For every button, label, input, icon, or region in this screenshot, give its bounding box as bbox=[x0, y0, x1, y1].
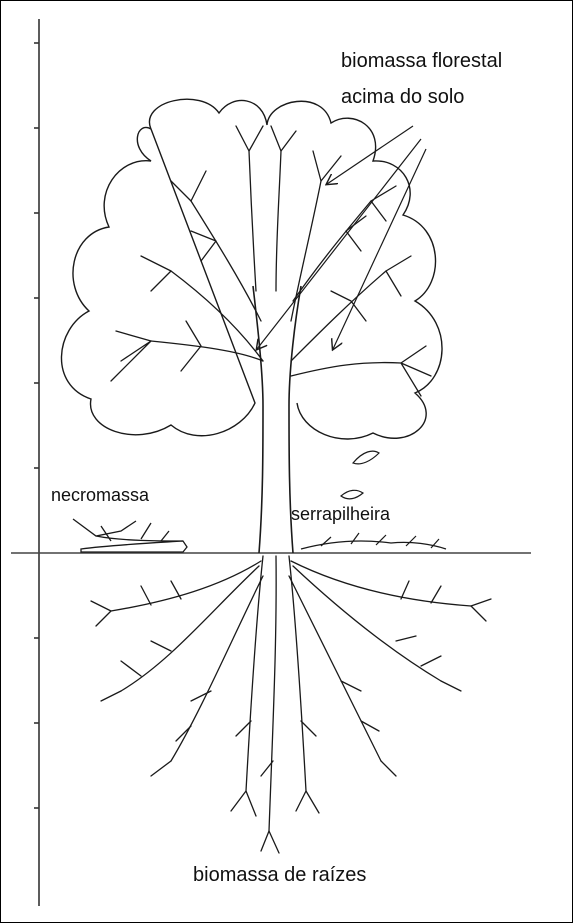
litter bbox=[301, 533, 446, 549]
label-above-ground-line2: acima do solo bbox=[341, 85, 464, 109]
arrow-to-trunk bbox=[257, 139, 421, 349]
branches bbox=[111, 126, 431, 396]
label-roots: biomassa de raízes bbox=[193, 863, 366, 887]
label-above-ground-line1: biomassa florestal bbox=[341, 49, 502, 73]
canopy-outline bbox=[61, 99, 442, 439]
label-litter: serrapilheira bbox=[291, 504, 390, 526]
arrow-to-branch bbox=[333, 149, 426, 349]
roots bbox=[91, 556, 491, 853]
falling-leaves bbox=[341, 451, 379, 499]
label-necromass: necromassa bbox=[51, 485, 149, 507]
scale-axis bbox=[34, 19, 39, 906]
necromass-log bbox=[73, 519, 187, 552]
arrow-to-canopy bbox=[327, 126, 413, 184]
